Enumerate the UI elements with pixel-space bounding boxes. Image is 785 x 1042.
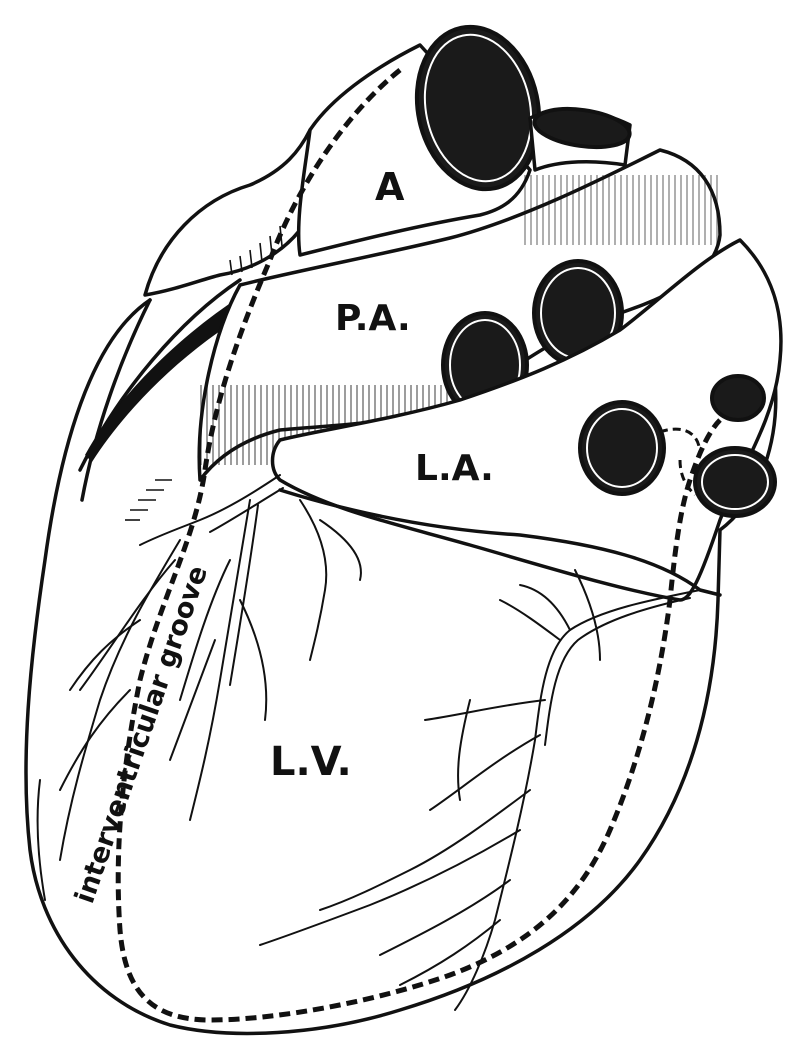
pulmonary-vein-opening-3: [695, 448, 775, 516]
pulmonary-vein-opening-1: [580, 402, 664, 494]
label-aorta: A: [375, 165, 405, 209]
pulmonary-vein-opening-2: [712, 376, 764, 420]
label-pulmonary-artery: P.A.: [335, 298, 411, 339]
label-left-ventricle: L.V.: [270, 739, 352, 785]
pulmonary-artery-shading-top: [520, 175, 720, 245]
right-auricle: [145, 130, 321, 295]
label-left-atrium: L.A.: [415, 448, 494, 489]
